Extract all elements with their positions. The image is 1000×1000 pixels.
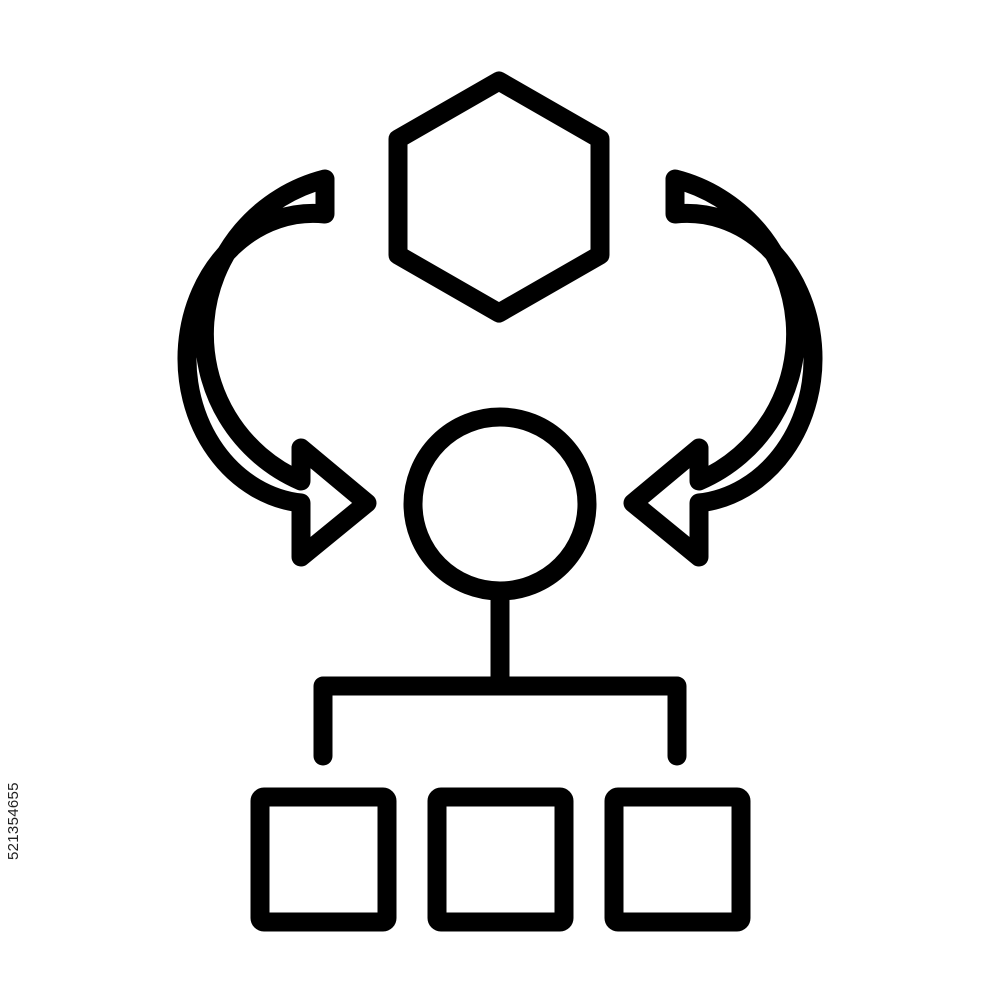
- hexagon-icon: [388, 71, 610, 323]
- box-icon: [427, 787, 574, 932]
- branch-line: [313, 676, 687, 766]
- right-curved-arrow-icon: [623, 169, 823, 567]
- left-curved-arrow-icon: [177, 169, 377, 567]
- stock-id-label: 521354655: [5, 782, 22, 860]
- box-icon: [250, 787, 397, 932]
- circle-node-icon: [403, 407, 597, 601]
- box-icon: [604, 787, 751, 932]
- hierarchy-connector-icon: [313, 583, 687, 766]
